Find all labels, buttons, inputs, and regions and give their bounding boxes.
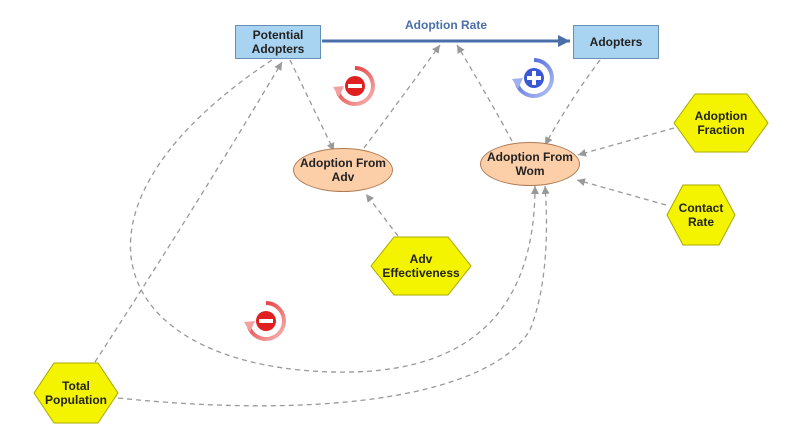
potential-adopters-stock[interactable]: Potential Adopters xyxy=(235,25,321,59)
adoption-fraction-label: Adoption Fraction xyxy=(694,109,748,137)
adoption-fraction-node[interactable]: Adoption Fraction xyxy=(673,93,769,153)
adv-effectiveness-node[interactable]: Adv Effectiveness xyxy=(370,236,472,296)
adopters-stock[interactable]: Adopters xyxy=(573,25,659,59)
reinforcing-loop-icon xyxy=(512,58,554,98)
contact-rate-node[interactable]: Contact Rate xyxy=(666,184,736,246)
link-potential-to-adv[interactable] xyxy=(289,59,335,152)
adoption-from-adv-node[interactable]: Adoption From Adv xyxy=(293,148,393,192)
total-population-node[interactable]: Total Population xyxy=(33,362,119,424)
link-potential-to-wom[interactable] xyxy=(130,59,539,373)
adv-effectiveness-hexagon xyxy=(370,236,472,296)
link-population-to-wom[interactable] xyxy=(117,185,550,407)
link-contact-to-wom[interactable] xyxy=(576,178,667,206)
link-adv-to-rate[interactable] xyxy=(363,44,441,149)
link-effectiveness-to-adv[interactable] xyxy=(365,193,399,237)
adv-effectiveness-label: Adv Effectiveness xyxy=(382,252,460,280)
adoption-rate-label[interactable]: Adoption Rate xyxy=(405,18,487,32)
potential-adopters-label: Potential Adopters xyxy=(251,28,305,56)
link-fraction-to-wom[interactable] xyxy=(577,127,675,157)
adoption-from-adv-label: Adoption From Adv xyxy=(300,156,386,184)
adoption-from-wom-node[interactable]: Adoption From Wom xyxy=(480,142,580,186)
link-adopters-to-wom[interactable] xyxy=(544,59,601,146)
contact-rate-hexagon xyxy=(666,184,736,246)
adoption-from-wom-label: Adoption From Wom xyxy=(487,150,573,178)
balancing-loop-bottom-icon xyxy=(244,301,286,341)
link-population-to-potential[interactable] xyxy=(94,61,283,363)
link-wom-to-rate[interactable] xyxy=(456,44,513,142)
contact-rate-label: Contact Rate xyxy=(678,201,724,229)
adopters-label: Adopters xyxy=(589,35,643,49)
total-population-hexagon xyxy=(33,362,119,424)
total-population-label: Total Population xyxy=(45,379,107,407)
balancing-loop-icon xyxy=(333,66,375,106)
adoption-fraction-hexagon xyxy=(673,93,769,153)
